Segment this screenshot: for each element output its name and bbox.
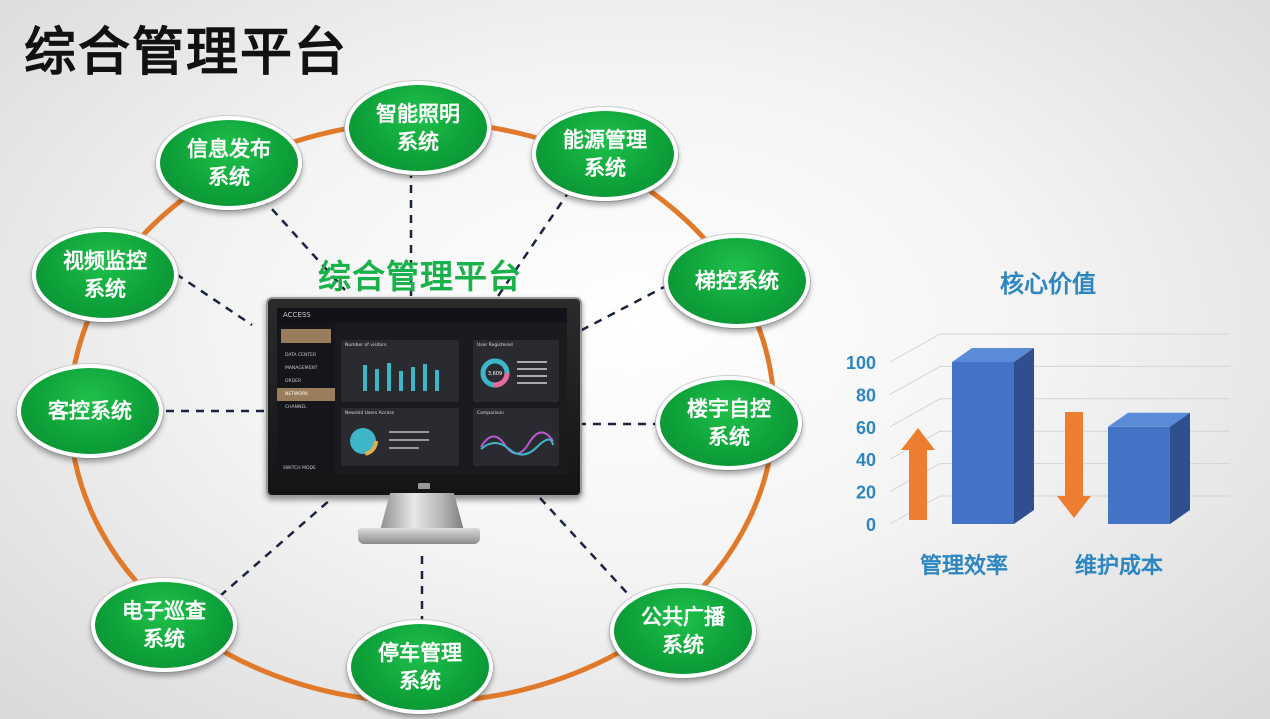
node-public-broadcast[interactable]: 公共广播系统	[610, 584, 756, 678]
connector-line	[577, 283, 669, 334]
node-patrol-inspection[interactable]: 电子巡查系统	[91, 578, 237, 672]
node-energy-management[interactable]: 能源管理系统	[532, 107, 678, 201]
node-building-automation[interactable]: 楼宇自控系统	[656, 376, 802, 470]
grid-line	[889, 398, 941, 428]
screen-logo	[281, 329, 331, 343]
y-tick-label: 40	[856, 450, 876, 470]
bar-top	[1108, 412, 1190, 427]
bar-side	[1014, 348, 1034, 524]
panel-title: Number of visitors	[345, 343, 387, 348]
panel-title: Comparison	[477, 411, 504, 416]
screen-menu-item[interactable]: MANAGEMENT	[285, 366, 318, 371]
chart-title: 核心价值	[1000, 270, 1096, 298]
center-title: 综合管理平台	[318, 257, 522, 296]
monitor-logo	[418, 483, 430, 489]
node-info-release[interactable]: 信息发布系统	[156, 116, 302, 210]
y-tick-label: 0	[866, 515, 876, 535]
bar-top	[952, 348, 1034, 362]
screen-menu-item[interactable]: CHANNEL	[285, 405, 307, 410]
monitor-base	[358, 528, 480, 544]
node-video-surveillance[interactable]: 视频监控系统	[32, 228, 178, 322]
panel-users: User Registered 3,609	[473, 340, 559, 402]
node-parking-management[interactable]: 停车管理系统	[347, 620, 493, 714]
grid-line	[889, 365, 941, 395]
users-donut: 3,609	[480, 358, 547, 388]
screen-menu-item[interactable]: NETWORK	[277, 388, 335, 401]
new-old-pie	[348, 426, 429, 456]
dashboard-screen: ACCESS DATA CENTER MANAGEMENT ORDER NETW…	[277, 308, 567, 474]
y-tick-label: 80	[856, 385, 876, 405]
connector-line	[261, 197, 346, 291]
node-elevator-control[interactable]: 梯控系统	[664, 234, 810, 328]
bar	[952, 362, 1014, 524]
category-label-cost: 维护成本	[1075, 554, 1164, 579]
y-tick-label: 20	[856, 483, 876, 503]
comparison-wave	[480, 431, 554, 456]
value-chart: 0 20 40 60 80 100	[846, 333, 1230, 535]
connector-line	[219, 499, 331, 597]
panel-title: New/old Users Access	[345, 411, 395, 416]
node-guest-control[interactable]: 客控系统	[17, 364, 163, 458]
bar	[1108, 426, 1170, 524]
screen-switch-mode[interactable]: SWITCH MODE	[283, 466, 316, 471]
panel-visitors: Number of visitors	[341, 340, 459, 402]
screen-menu-item[interactable]: ORDER	[285, 379, 302, 384]
arrow-up-icon	[901, 428, 935, 520]
bar-side	[1170, 412, 1190, 524]
screen-sidebar: DATA CENTER MANAGEMENT ORDER NETWORK CHA…	[277, 323, 335, 474]
monitor-stand	[380, 493, 464, 531]
donut-value: 3,609	[488, 371, 502, 377]
arrow-down-icon	[1057, 412, 1091, 518]
screen-app-name: ACCESS	[277, 308, 567, 323]
screen-menu-item[interactable]: DATA CENTER	[285, 353, 317, 358]
panel-title: User Registered	[477, 343, 513, 348]
node-smart-lighting[interactable]: 智能照明系统	[345, 81, 491, 175]
connector-line	[539, 497, 639, 606]
grid-line	[889, 333, 941, 363]
visitors-mini-chart	[363, 363, 439, 391]
panel-comparison: Comparison	[473, 408, 559, 466]
y-tick-label: 60	[856, 418, 876, 438]
connector-line	[175, 272, 253, 327]
panel-new-old-users: New/old Users Access	[341, 408, 459, 466]
category-label-efficiency: 管理效率	[920, 554, 1009, 579]
monitor: ACCESS DATA CENTER MANAGEMENT ORDER NETW…	[266, 297, 582, 497]
y-tick-label: 100	[846, 353, 876, 373]
page-title: 综合管理平台	[24, 23, 349, 83]
